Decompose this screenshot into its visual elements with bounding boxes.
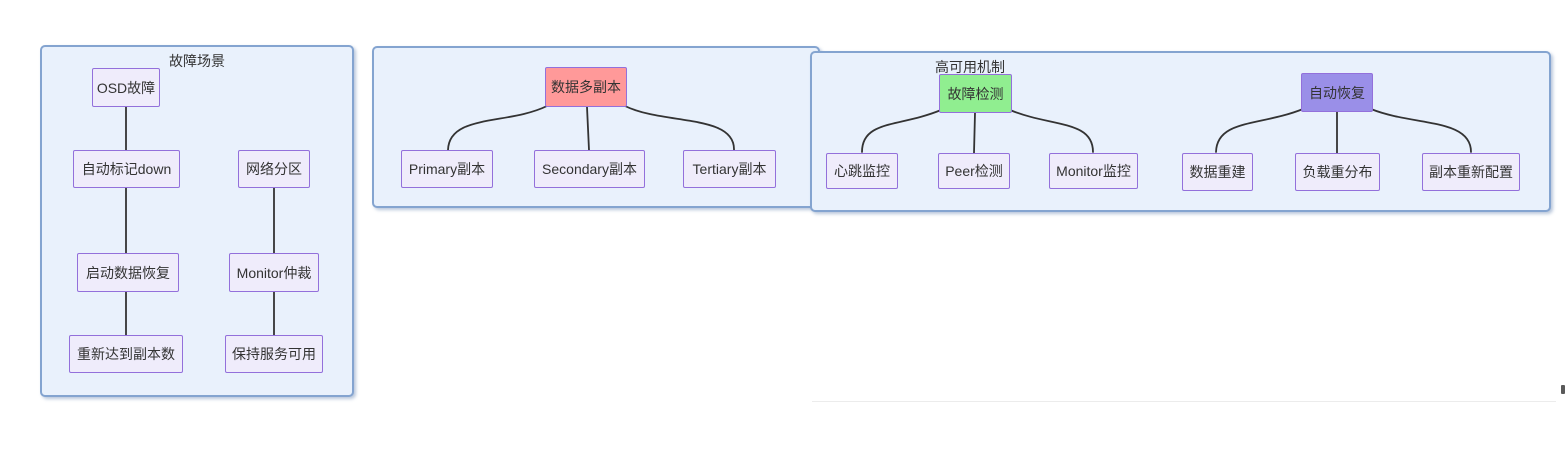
node-data-multi-replica: 数据多副本 — [545, 67, 627, 107]
node-primary-replica: Primary副本 — [401, 150, 493, 188]
node-osd-failure: OSD故障 — [92, 68, 160, 107]
node-restore-replica-count: 重新达到副本数 — [69, 335, 183, 373]
node-data-rebuild: 数据重建 — [1182, 153, 1253, 191]
node-replica-reconfigure: 副本重新配置 — [1422, 153, 1520, 191]
node-monitor-watch: Monitor监控 — [1049, 153, 1138, 189]
node-heartbeat-monitor: 心跳监控 — [826, 153, 898, 189]
group-failure-scenarios-title: 故障场景 — [169, 53, 225, 69]
node-network-partition: 网络分区 — [238, 150, 310, 188]
clipped-edge-icon — [1561, 385, 1565, 394]
node-secondary-replica: Secondary副本 — [534, 150, 645, 188]
node-auto-mark-down: 自动标记down — [73, 150, 180, 188]
node-tertiary-replica: Tertiary副本 — [683, 150, 776, 188]
horizontal-divider — [812, 401, 1556, 402]
group-high-availability-title: 高可用机制 — [935, 59, 1005, 75]
node-monitor-arbitration: Monitor仲裁 — [229, 253, 319, 292]
node-keep-service-available: 保持服务可用 — [225, 335, 323, 373]
node-load-rebalance: 负载重分布 — [1295, 153, 1380, 191]
node-peer-detection: Peer检测 — [938, 153, 1010, 189]
node-auto-recovery: 自动恢复 — [1301, 73, 1373, 112]
node-start-data-recovery: 启动数据恢复 — [77, 253, 179, 292]
node-fault-detection: 故障检测 — [939, 74, 1012, 113]
